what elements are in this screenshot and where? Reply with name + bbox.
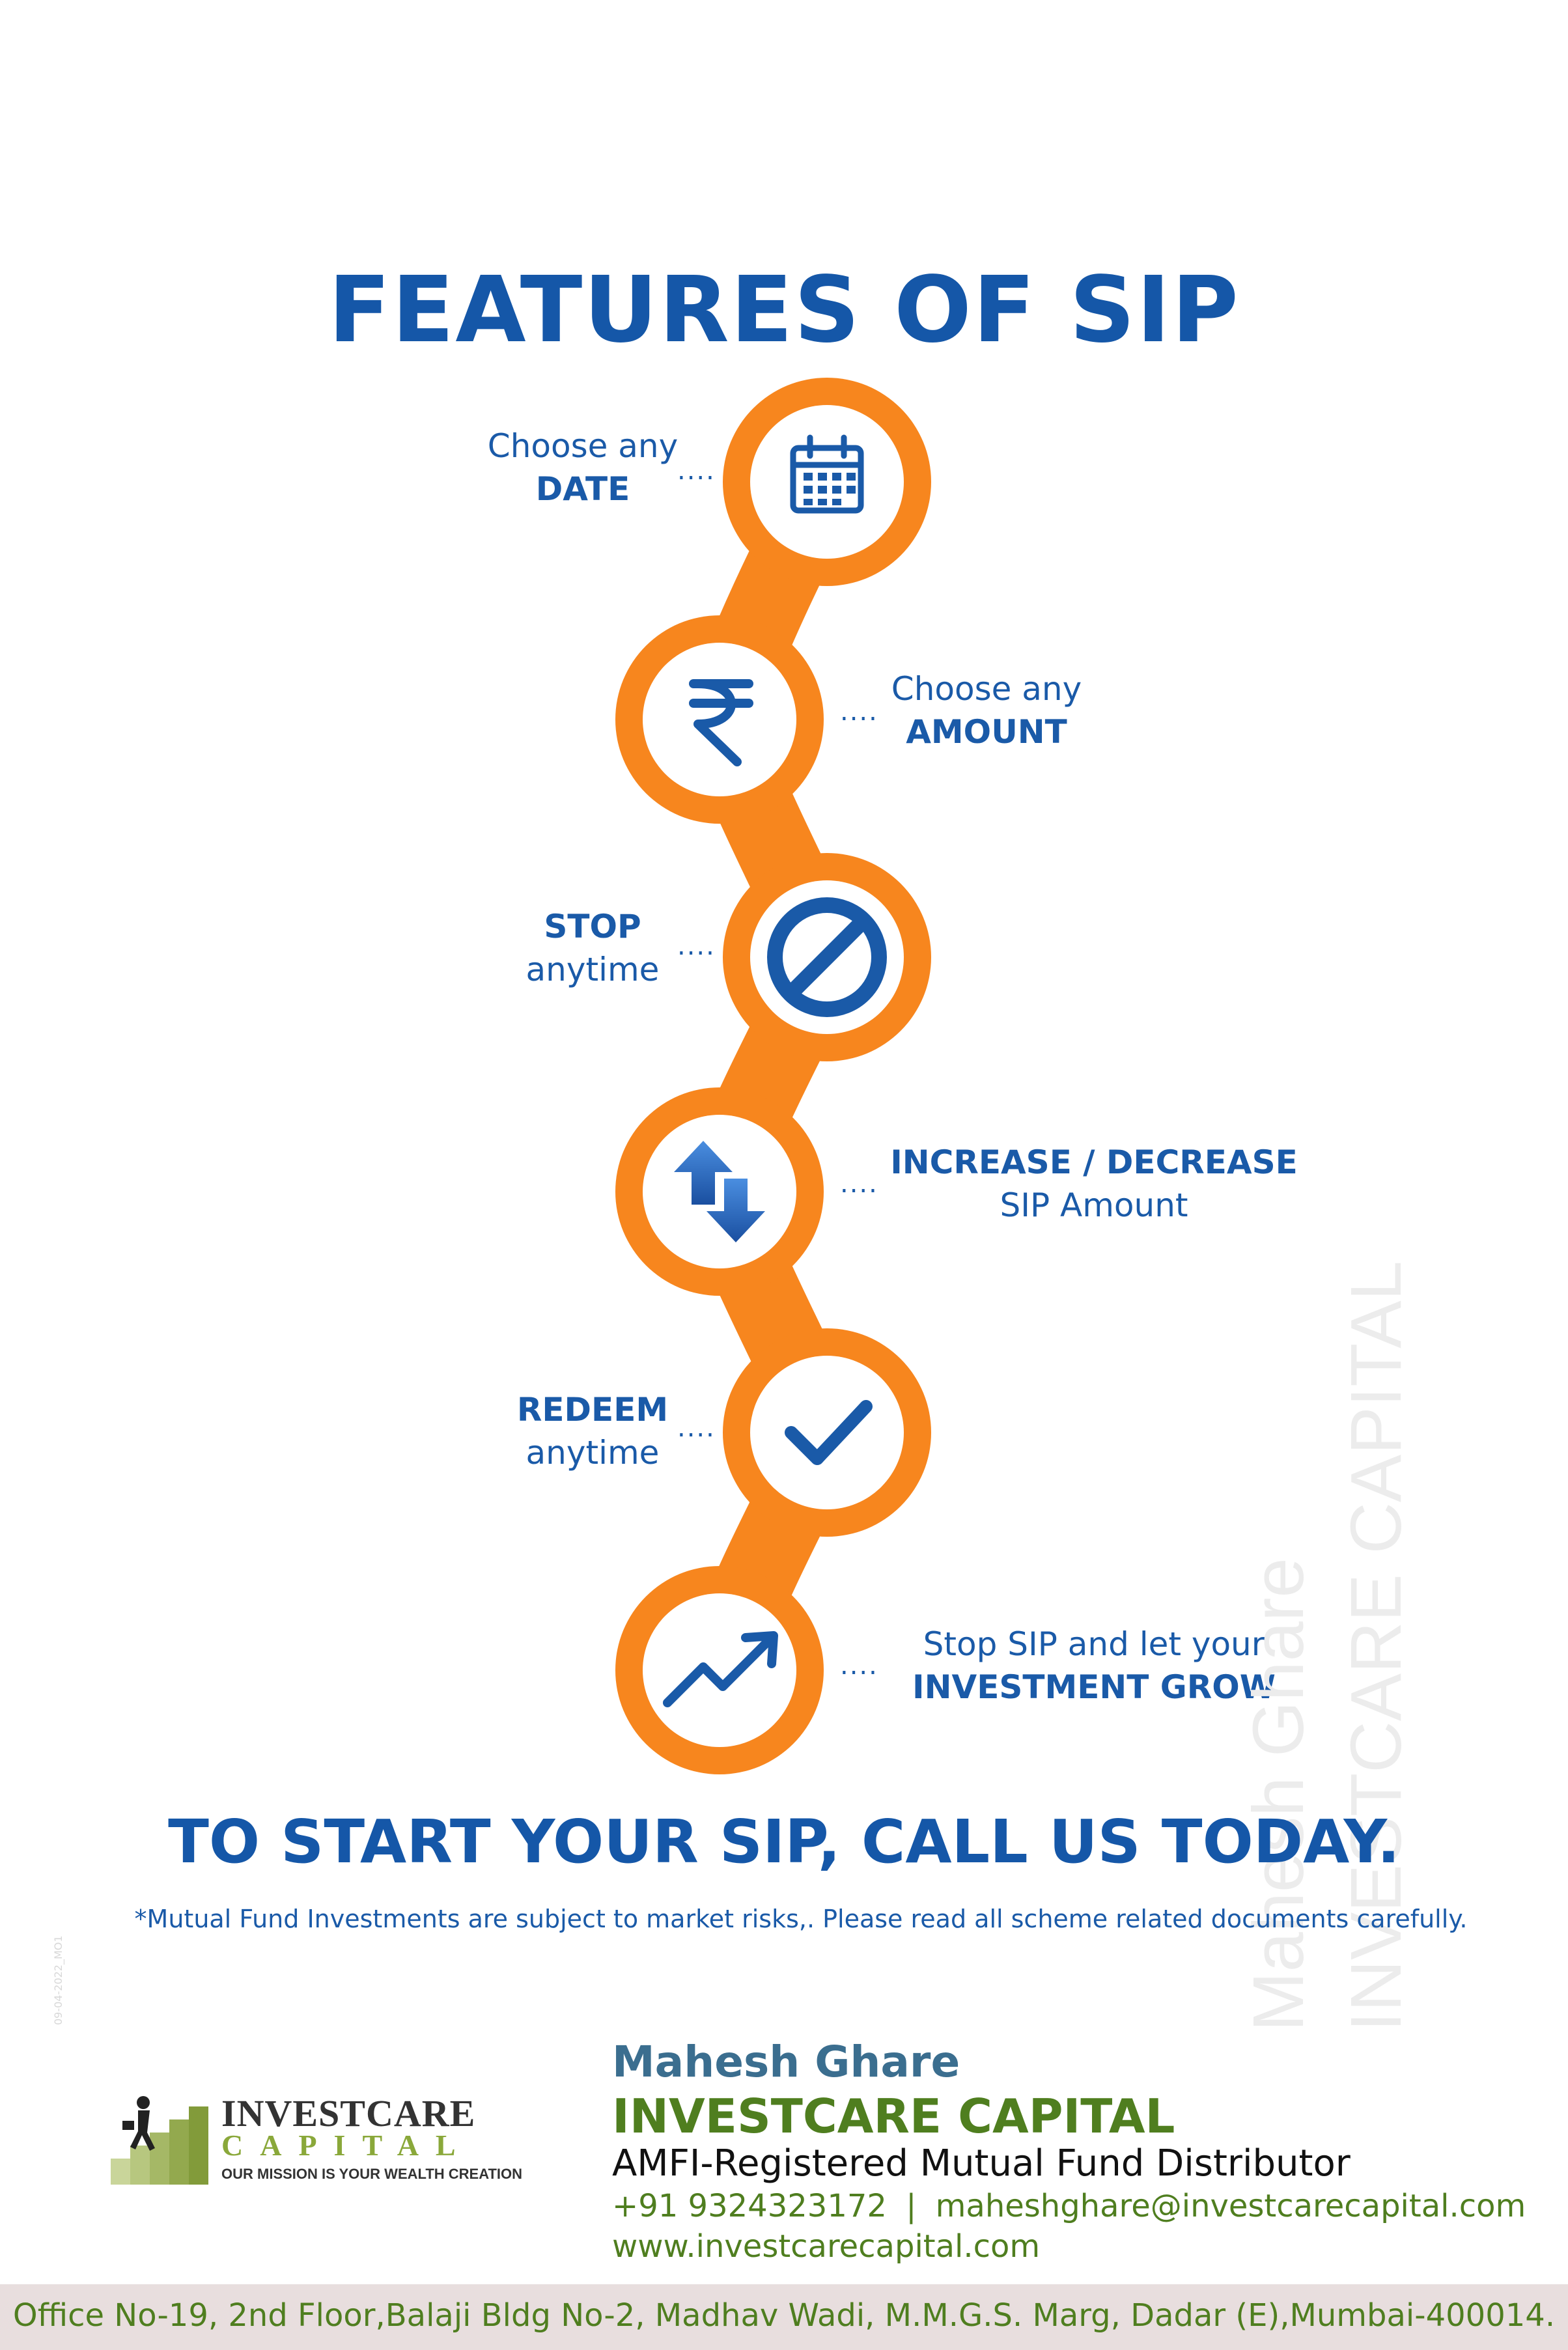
logo-tagline: OUR MISSION IS YOUR WEALTH CREATION <box>221 2166 523 2182</box>
investcare-logo <box>111 2096 208 2185</box>
leader-dots: .... <box>840 1169 878 1199</box>
feature-label-line1: STOP <box>544 908 641 945</box>
feature-label-line1: Choose any <box>891 670 1082 708</box>
contact-person-name: Mahesh Ghare <box>612 2037 960 2087</box>
feature-label-line2: AMOUNT <box>906 713 1067 751</box>
call-to-action: TO START YOUR SIP, CALL US TODAY. <box>168 1807 1400 1877</box>
leader-dots: .... <box>840 1651 878 1681</box>
watermark-name: Mahesh Ghare <box>1239 1558 1319 2032</box>
rupee-icon <box>689 679 753 766</box>
contact-company: INVESTCARE CAPITAL <box>612 2089 1175 2144</box>
feature-circle-increase <box>615 1087 824 1296</box>
up-down-arrows-icon <box>674 1141 765 1242</box>
feature-circle-grow <box>615 1566 824 1774</box>
feature-label-line2: INVESTMENT GROW <box>912 1668 1276 1706</box>
feature-label-stop: STOP anytime <box>482 905 703 991</box>
feature-label-line2: anytime <box>525 951 660 988</box>
leader-dots: .... <box>677 1413 716 1443</box>
stairs-graphic <box>111 2106 208 2185</box>
feature-label-increase: INCREASE / DECREASE SIP Amount <box>873 1141 1315 1227</box>
side-code: 09-04-2022_MO1 <box>52 1935 64 2025</box>
email-link[interactable]: maheshghare@investcarecapital.com <box>935 2188 1526 2224</box>
leader-dots: .... <box>840 697 878 727</box>
climbing-person-icon <box>122 2096 155 2151</box>
logo-capital: CAPITAL <box>221 2129 473 2162</box>
stop-icon <box>767 897 887 1017</box>
feature-label-line1: REDEEM <box>516 1391 669 1429</box>
footer-bar <box>0 2284 1568 2350</box>
leader-dots: .... <box>677 456 716 486</box>
separator: | <box>906 2188 917 2224</box>
growth-arrow-icon <box>663 1631 778 1707</box>
calendar-icon <box>790 434 864 514</box>
feature-circle-redeem <box>723 1328 931 1537</box>
office-address: Office No-19, 2nd Floor,Balaji Bldg No-2… <box>12 2297 1556 2334</box>
contact-line: +91 9324323172 | maheshghare@investcarec… <box>612 2188 1526 2224</box>
feature-label-line1: INCREASE / DECREASE <box>890 1143 1298 1181</box>
check-icon <box>785 1400 873 1465</box>
feature-label-redeem: REDEEM anytime <box>482 1388 703 1474</box>
feature-label-line2: anytime <box>525 1434 660 1472</box>
feature-label-line1: Choose any <box>487 427 679 465</box>
feature-label-grow: Stop SIP and let your INVESTMENT GROW <box>886 1623 1302 1709</box>
page-title: FEATURES OF SIP <box>328 257 1240 363</box>
feature-circle-date <box>723 378 931 586</box>
logo-name: INVESTCARE <box>221 2092 476 2134</box>
feature-label-line2: SIP Amount <box>1000 1186 1188 1224</box>
disclaimer-text: *Mutual Fund Investments are subject to … <box>134 1905 1468 1933</box>
feature-label-date: Choose any DATE <box>456 425 710 511</box>
feature-label-line1: Stop SIP and let your <box>923 1625 1265 1663</box>
website-link[interactable]: www.investcarecapital.com <box>612 2228 1041 2265</box>
leader-dots: .... <box>677 931 716 961</box>
phone-link[interactable]: +91 9324323172 <box>612 2188 887 2224</box>
feature-label-amount: Choose any AMOUNT <box>860 667 1113 753</box>
feature-label-line2: DATE <box>535 470 630 508</box>
contact-role: AMFI-Registered Mutual Fund Distributor <box>612 2142 1351 2185</box>
